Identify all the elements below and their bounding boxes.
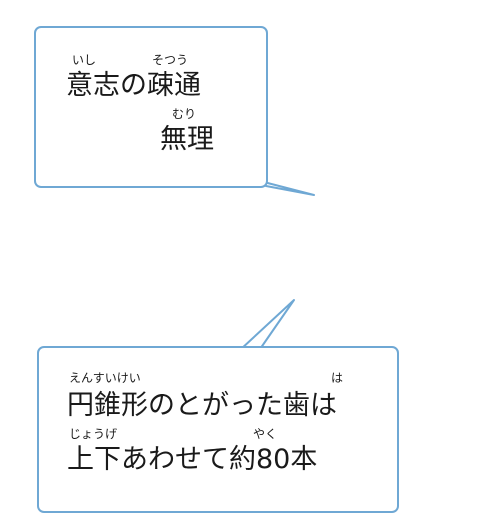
ruby-ensuikei: えんすいけい xyxy=(69,371,141,385)
bottom-bubble-tail xyxy=(239,299,295,353)
ruby-ha: は xyxy=(331,371,344,385)
ruby-jouge: じょうげ xyxy=(69,427,118,441)
bubble-top-line-2: 無理 xyxy=(160,124,214,155)
ruby-muri: むり xyxy=(172,107,197,121)
bubble-bottom-line-2: 上下あわせて約80本 xyxy=(67,444,318,475)
speech-bubble-bottom: えんすいけい は 円錐形のとがった歯は じょうげ やく 上下あわせて約80本 xyxy=(37,346,399,513)
bubble-bottom-line-1: 円錐形のとがった歯は xyxy=(67,390,337,421)
ruby-yaku: やく xyxy=(253,427,278,441)
ruby-sotsuu: そつう xyxy=(152,53,189,67)
speech-bubble-top: いし そつう 意志の疎通 むり 無理 xyxy=(34,26,268,188)
bubble-top-line-1: 意志の疎通 xyxy=(66,70,201,101)
ruby-ishi: いし xyxy=(72,53,97,67)
